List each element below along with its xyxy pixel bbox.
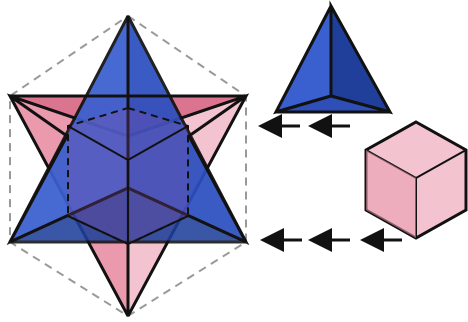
blue-tetrahedron-standalone-left-face [276, 6, 331, 112]
blue-tetrahedron-standalone-right-face [331, 6, 390, 112]
